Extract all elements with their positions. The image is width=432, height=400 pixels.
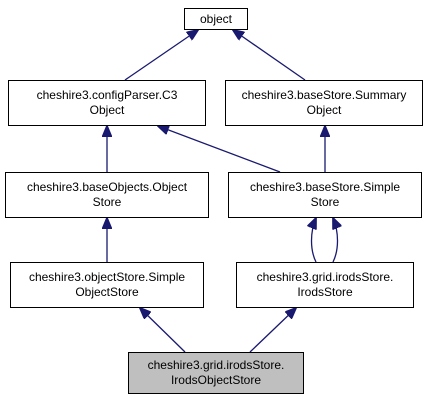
- edge-c3object-to-object: [124, 30, 198, 81]
- node-summaryobject-line-2: Object: [306, 103, 342, 117]
- node-object[interactable]: object: [184, 8, 248, 30]
- node-irodsobjectstore-line-2: IrodsObjectStore: [170, 373, 262, 387]
- node-simpleobjectstore-line-2: ObjectStore: [75, 285, 139, 299]
- node-simplestore-line-2: Store: [310, 195, 340, 209]
- node-irodsstore[interactable]: cheshire3.grid.irodsStore. IrodsStore: [236, 262, 414, 308]
- node-irodsstore-line-1: cheshire3.grid.irodsStore.: [256, 270, 394, 284]
- node-c3object-line-2: Object: [89, 103, 125, 117]
- edge-irodsstore-to-simplestore-left: [312, 218, 317, 263]
- node-objectstore-line-2: Store: [92, 195, 122, 209]
- node-objectstore-line-1: cheshire3.baseObjects.Object: [26, 180, 188, 194]
- node-c3object[interactable]: cheshire3.configParser.C3 Object: [8, 80, 206, 126]
- edge-irodsobjectstore-to-irodsstore: [249, 308, 296, 353]
- node-irodsobjectstore[interactable]: cheshire3.grid.irodsStore. IrodsObjectSt…: [128, 352, 304, 394]
- node-simplestore-line-1: cheshire3.baseStore.Simple: [249, 180, 401, 194]
- node-simpleobjectstore-line-1: cheshire3.objectStore.Simple: [28, 270, 186, 284]
- edge-summaryobject-to-object: [233, 30, 306, 81]
- node-object-line-1: object: [199, 11, 233, 26]
- node-c3object-line-1: cheshire3.configParser.C3: [36, 88, 178, 102]
- edge-simplestore-to-c3object: [158, 126, 281, 173]
- node-objectstore[interactable]: cheshire3.baseObjects.Object Store: [5, 172, 209, 218]
- edge-irodsstore-to-simplestore-right: [333, 218, 338, 263]
- edge-irodsobjectstore-to-simpleobjectstore: [140, 308, 186, 353]
- node-simplestore[interactable]: cheshire3.baseStore.Simple Store: [228, 172, 422, 218]
- node-summaryobject-line-1: cheshire3.baseStore.Summary: [241, 88, 407, 102]
- node-irodsstore-line-2: IrodsStore: [297, 285, 353, 299]
- node-simpleobjectstore[interactable]: cheshire3.objectStore.Simple ObjectStore: [10, 262, 204, 308]
- node-irodsobjectstore-line-1: cheshire3.grid.irodsStore.: [147, 358, 285, 372]
- node-summaryobject[interactable]: cheshire3.baseStore.Summary Object: [225, 80, 423, 126]
